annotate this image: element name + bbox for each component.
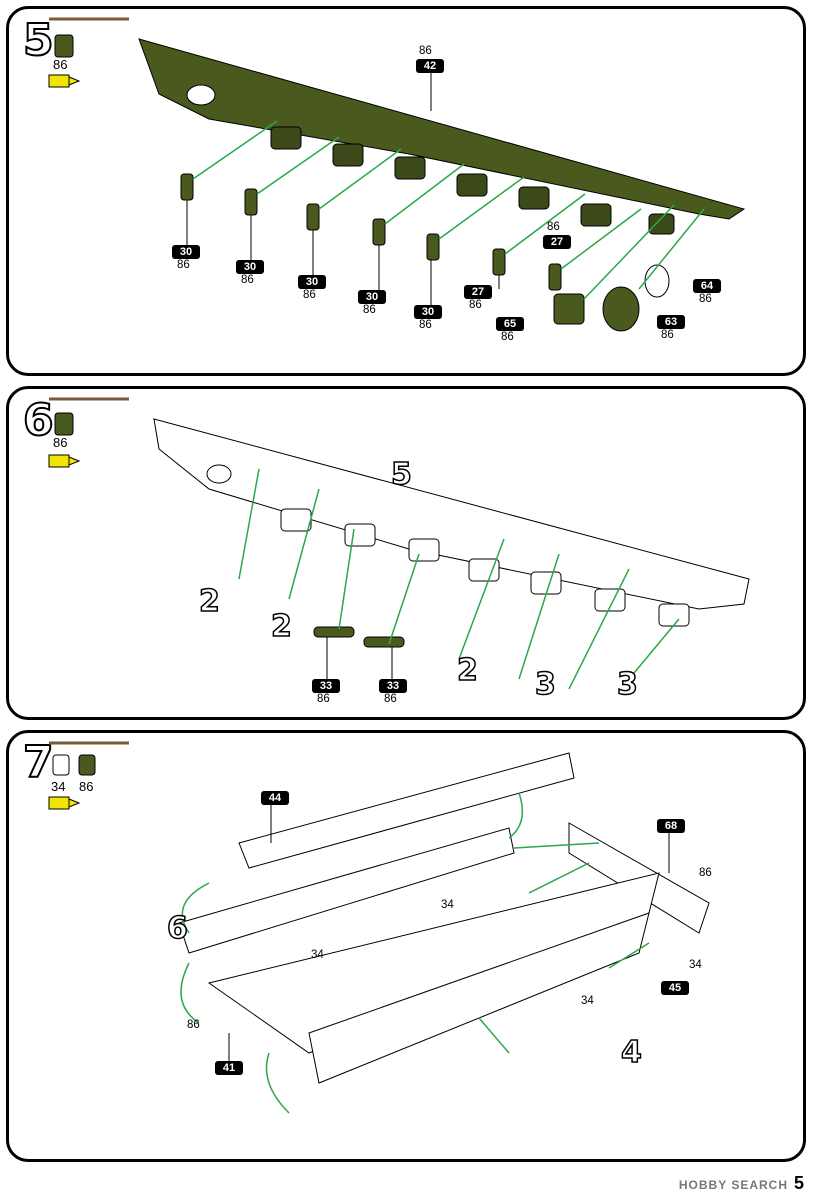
- paint-code: 34: [51, 779, 66, 794]
- color-ref: 86: [177, 259, 190, 271]
- color-ref: 86: [419, 45, 432, 57]
- color-ref: 86: [699, 293, 712, 305]
- color-ref: 86: [419, 319, 432, 331]
- assembly-label: 2: [270, 608, 292, 645]
- paint-code: 86: [53, 57, 68, 72]
- assembly-label: 2: [456, 652, 478, 689]
- part-64-tag: 64: [693, 279, 721, 293]
- assembly-label: 3: [616, 666, 638, 703]
- paint-icons: [48, 741, 129, 810]
- assembly-label: 3: [534, 666, 556, 703]
- step-number: 7: [22, 737, 55, 788]
- color-ref: 34: [581, 995, 594, 1007]
- part-33-tag: 33: [379, 679, 407, 693]
- color-ref: 86: [501, 331, 514, 343]
- step-6-panel: 6 86: [6, 386, 806, 720]
- step-6-diagram: [153, 418, 750, 690]
- part-41-tag: 41: [215, 1061, 243, 1075]
- paint-code: 86: [53, 435, 68, 450]
- color-ref: 86: [384, 693, 397, 705]
- part-45-tag: 45: [661, 981, 689, 995]
- color-ref: 86: [547, 221, 560, 233]
- brand-watermark: HOBBY SEARCH: [678, 1178, 788, 1192]
- paint-icons: [48, 397, 129, 468]
- part-30-tag: 30: [172, 245, 200, 259]
- part-44-tag: 44: [261, 791, 289, 805]
- color-ref: 86: [187, 1019, 200, 1031]
- part-30-tag: 30: [414, 305, 442, 319]
- color-ref: 86: [317, 693, 330, 705]
- assembly-label: 4: [620, 1034, 642, 1071]
- part-68-tag: 68: [657, 819, 685, 833]
- part-30-tag: 30: [358, 290, 386, 304]
- paint-icons: [48, 17, 129, 88]
- paint-code: 86: [79, 779, 94, 794]
- color-ref: 86: [303, 289, 316, 301]
- part-65-tag: 65: [496, 317, 524, 331]
- step-number: 6: [22, 395, 55, 446]
- part-33-tag: 33: [312, 679, 340, 693]
- part-30-tag: 30: [298, 275, 326, 289]
- color-ref: 86: [469, 299, 482, 311]
- color-ref: 34: [689, 959, 702, 971]
- part-63-tag: 63: [657, 315, 685, 329]
- step-7-panel: 7 34 86 6 4: [6, 730, 806, 1162]
- page-number: 5: [793, 1173, 804, 1193]
- assembly-label: 5: [390, 456, 412, 493]
- part-27-tag: 27: [543, 235, 571, 249]
- color-ref: 86: [241, 274, 254, 286]
- color-ref: 86: [363, 304, 376, 316]
- color-ref: 34: [311, 949, 324, 961]
- color-ref: 86: [699, 867, 712, 879]
- step-5-diagram: [138, 38, 746, 332]
- step-5-panel: 5 86: [6, 6, 806, 376]
- assembly-label: 2: [198, 583, 220, 620]
- step-7-diagram: [178, 752, 710, 1114]
- part-42-tag: 42: [416, 59, 444, 73]
- assembly-label: 6: [166, 910, 188, 947]
- step-number: 5: [22, 15, 55, 66]
- color-ref: 86: [661, 329, 674, 341]
- color-ref: 34: [441, 899, 454, 911]
- part-27-tag: 27: [464, 285, 492, 299]
- part-30-tag: 30: [236, 260, 264, 274]
